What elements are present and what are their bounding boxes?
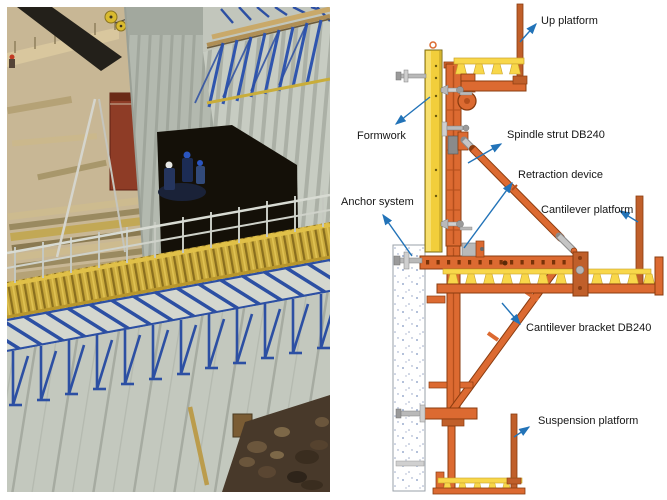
guardrail [7,191,330,283]
label-retraction-device: Retraction device [518,169,603,181]
label-cantilever-bracket: Cantilever bracket DB240 [526,322,652,334]
construction-photo-illustration [7,7,330,492]
cast-in-anchor [395,460,425,467]
truss-band [7,258,330,353]
concrete-wall [392,244,426,492]
label-formwork: Formwork [357,130,406,142]
worker-white-helmet [165,161,173,169]
label-spindle-strut: Spindle strut DB240 [507,129,605,141]
formwork-diagram-drawing [382,3,664,495]
timber-deck [7,222,330,319]
beam-end-plate [654,256,664,296]
callout-arrows [382,22,639,438]
arrow-cantilever-platform [618,210,639,223]
arrow-retraction-device [463,181,513,249]
arrow-spindle-strut [467,143,503,164]
arrow-anchor-system [382,213,413,257]
arrow-up-platform [519,22,537,43]
loose-planks [7,95,107,181]
arrow-cantilever-bracket [501,302,521,326]
label-up-platform: Up platform [541,15,598,27]
workers [158,151,206,201]
label-anchor-system: Anchor system [341,196,414,208]
suspension-device [447,135,459,155]
lifting-eye [429,41,437,49]
retraction-mechanism [461,240,485,258]
crest-trusses [194,7,330,108]
anchor-bolt [393,251,423,270]
arrow-suspension-platform [513,426,531,438]
worker-blue-helmet [183,151,191,159]
cantilever-platform-post [635,195,644,292]
suspension-platform-structure [432,413,526,495]
spindle-strut [457,131,578,255]
worker-red-helmet [9,54,15,60]
timber-pole [187,406,210,486]
scaffold-poles [55,98,126,258]
arrow-formwork [394,96,431,125]
tie-hardware-low [440,218,473,231]
cantilever-beam [393,195,664,304]
formwork-diagram: Up platform Formwork Spindle strut DB240… [330,0,667,500]
up-platform-structure [453,3,528,111]
deck-planks [442,268,652,275]
form-tie [395,69,427,83]
tie-hardware-top [440,84,473,96]
rubble-pile [222,395,330,492]
label-cantilever-platform: Cantilever platform [541,204,634,216]
lower-anchor-shoe [395,404,478,427]
tie-hardware-mid [441,121,470,155]
formwork-panel [424,41,443,253]
construction-photo [7,7,330,492]
label-suspension-platform: Suspension platform [538,415,639,427]
